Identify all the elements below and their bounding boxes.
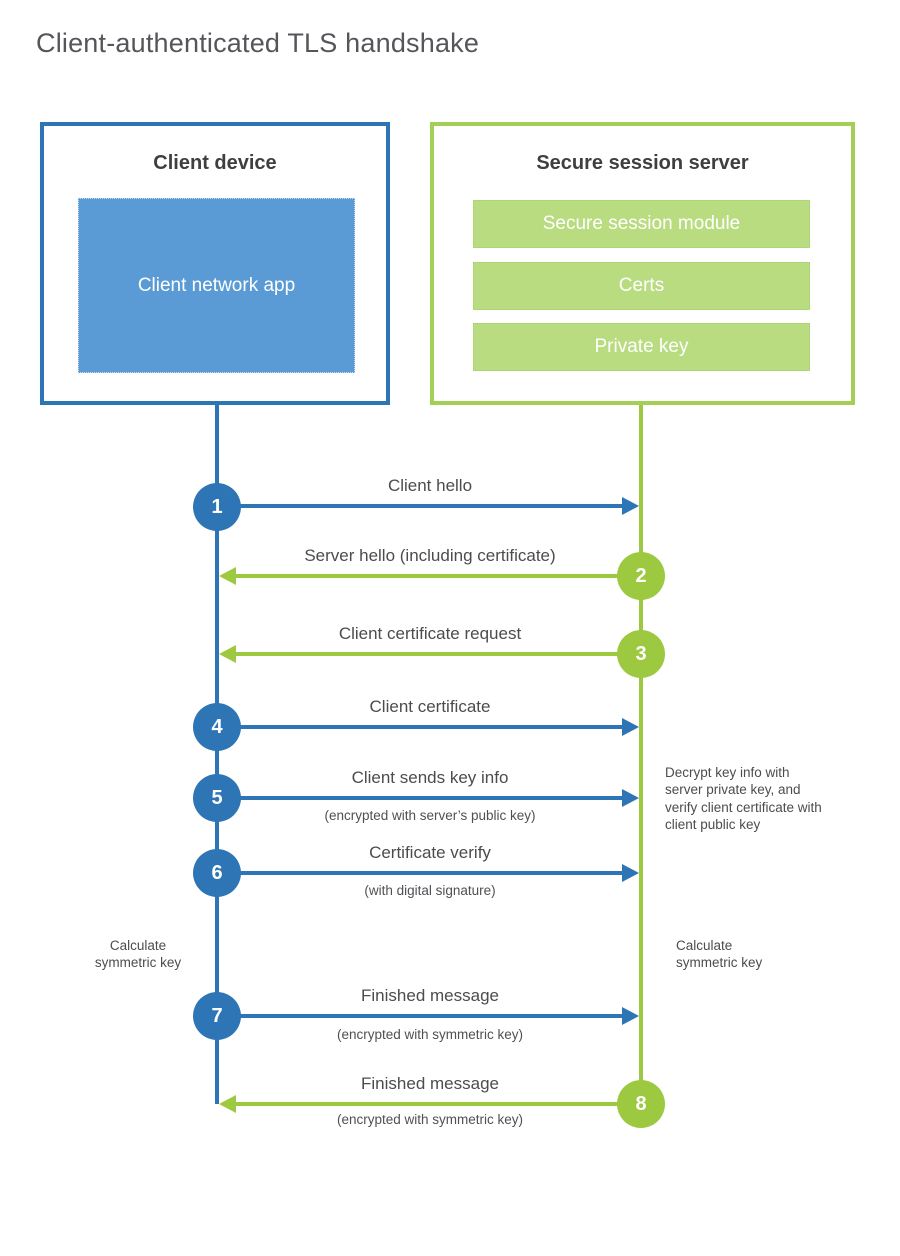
step-4-arrow xyxy=(230,718,639,736)
client-network-app-box: Client network app xyxy=(78,198,355,373)
server-lifeline xyxy=(639,405,643,1104)
step-2-arrow xyxy=(219,567,622,585)
calculate-symmetric-key-client-note: Calculate symmetric key xyxy=(94,938,182,971)
client-device-box: Client device Client network app xyxy=(40,122,390,405)
step-6-sublabel: (with digital signature) xyxy=(364,883,496,898)
step-6-circle: 6 xyxy=(193,849,241,897)
decrypt-note: Decrypt key info with server private key… xyxy=(665,765,822,832)
server-module-secure-session: Secure session module xyxy=(473,200,810,248)
step-1-arrow xyxy=(230,497,639,515)
step-8-sublabel: (encrypted with symmetric key) xyxy=(336,1112,524,1127)
server-box-title: Secure session server xyxy=(536,152,749,174)
step-5-sublabel: (encrypted with server’s public key) xyxy=(324,808,536,823)
step-3-label: Client certificate request xyxy=(338,624,522,643)
server-box: Secure session server Secure session mod… xyxy=(430,122,855,405)
page-title: Client-authenticated TLS handshake xyxy=(36,28,480,58)
server-module-certs: Certs xyxy=(473,262,810,310)
step-1-label: Client hello xyxy=(387,476,473,495)
step-2-label: Server hello (including certificate) xyxy=(304,546,556,565)
step-5-arrow xyxy=(230,789,639,807)
step-6-arrow xyxy=(230,864,639,882)
step-4-circle: 4 xyxy=(193,703,241,751)
client-lifeline xyxy=(215,405,219,1104)
step-8-arrow xyxy=(219,1095,622,1113)
step-3-arrow xyxy=(219,645,622,663)
step-7-arrow xyxy=(230,1007,639,1025)
step-6-label: Certificate verify xyxy=(369,843,491,862)
step-1-circle: 1 xyxy=(193,483,241,531)
client-device-title: Client device xyxy=(153,152,277,174)
server-module-private-key: Private key xyxy=(473,323,810,371)
step-7-circle: 7 xyxy=(193,992,241,1040)
calculate-symmetric-key-server-note: Calculate symmetric key xyxy=(676,938,763,971)
step-8-circle: 8 xyxy=(617,1080,665,1128)
step-4-label: Client certificate xyxy=(369,697,491,716)
step-8-label: Finished message xyxy=(361,1074,499,1093)
step-3-circle: 3 xyxy=(617,630,665,678)
step-7-label: Finished message xyxy=(361,986,499,1005)
step-5-circle: 5 xyxy=(193,774,241,822)
step-7-sublabel: (encrypted with symmetric key) xyxy=(336,1027,524,1042)
step-5-label: Client sends key info xyxy=(351,768,509,787)
step-2-circle: 2 xyxy=(617,552,665,600)
